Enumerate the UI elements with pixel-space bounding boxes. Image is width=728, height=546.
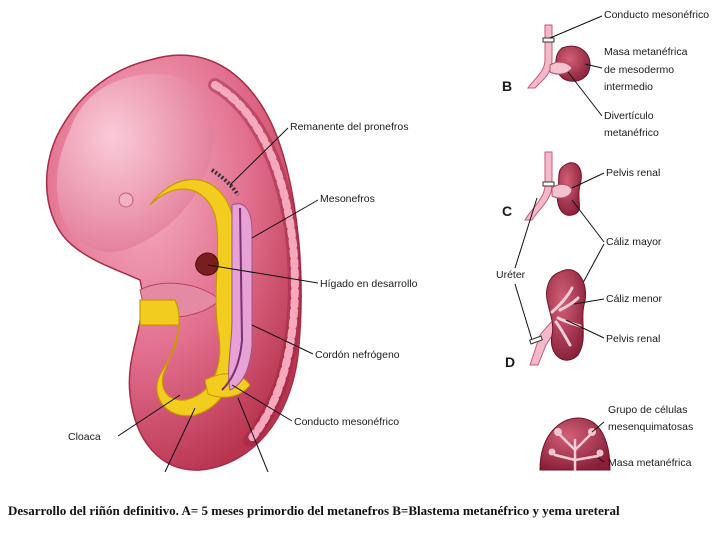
panel-b-leaders (549, 15, 603, 117)
panel-b (527, 24, 591, 89)
label-c-major-calyx: Cáliz mayor (606, 236, 662, 248)
label-mesonephros: Mesonefros (320, 193, 375, 205)
panel-d (529, 269, 586, 366)
label-e-cells-1: Grupo de células (608, 404, 687, 416)
panel-e-cell-cluster-4 (596, 449, 604, 457)
panel-c-pelvis (551, 183, 573, 199)
panel-c-letter: C (502, 203, 512, 219)
panel-e-cell-cluster-3 (548, 448, 556, 456)
label-developing-liver: Hígado en desarrollo (320, 278, 418, 290)
embryo-head (56, 74, 214, 252)
panel-d-kidney (546, 269, 586, 361)
label-ureter: Uréter (496, 269, 526, 281)
panel-b-letter: B (502, 78, 512, 94)
panel-c-duct-band (542, 181, 555, 187)
label-b-metanephric-mass-2: de mesodermo (604, 64, 674, 76)
label-b-diverticulum-2: metanéfrico (604, 127, 659, 139)
panel-b-diverticulum (549, 61, 573, 75)
panel-d-ureter-band (529, 335, 543, 345)
pronephros-remnant-shape (210, 168, 240, 197)
label-e-cells-2: mesenquimatosas (608, 421, 693, 433)
label-b-mesonephric-duct: Conducto mesonéfrico (604, 9, 709, 21)
mesonephric-duct-line (221, 207, 244, 391)
kidney-development-diagram: Remanente del pronefros Mesonefros Hígad… (45, 9, 709, 473)
somite-beads (211, 81, 299, 444)
panel-d-pelvis-calyces (550, 286, 582, 347)
panel-e-cell-cluster-1 (554, 428, 562, 436)
label-e-metanephric-mass: Masa metanéfrica (608, 457, 692, 469)
panel-b-duct (527, 24, 553, 89)
label-b-diverticulum-1: Divertículo (604, 110, 654, 122)
panel-e-leaders (591, 421, 605, 463)
otic-placode (118, 192, 134, 208)
embryo-leader-lines (117, 127, 319, 473)
embryo-illustration (45, 54, 302, 471)
label-pronephros-remnant: Remanente del pronefros (290, 121, 409, 133)
label-b-metanephric-mass-3: intermedio (604, 81, 653, 93)
label-nephrogenic-cord: Cordón nefrógeno (315, 349, 400, 361)
panel-c (524, 151, 582, 221)
panel-d-leaders (565, 298, 605, 339)
panel-c-duct (524, 151, 553, 221)
liver-bud (195, 252, 219, 276)
label-d-minor-calyx: Cáliz menor (606, 293, 663, 305)
label-d-renal-pelvis: Pelvis renal (606, 333, 660, 345)
label-cloaca: Cloaca (68, 431, 101, 443)
panel-e-branches (553, 433, 600, 472)
panel-b-duct-band (542, 37, 555, 43)
nephrogenic-cord-shape (228, 203, 253, 391)
panel-d-letter: D (505, 354, 515, 370)
figure-caption: Desarrollo del riñón definitivo. A= 5 me… (8, 503, 620, 518)
label-mesonephric-duct: Conducto mesonéfrico (294, 416, 399, 428)
label-c-renal-pelvis: Pelvis renal (606, 167, 660, 179)
label-b-metanephric-mass-1: Masa metanéfrica (604, 46, 688, 58)
ureter-leaders (514, 197, 538, 341)
